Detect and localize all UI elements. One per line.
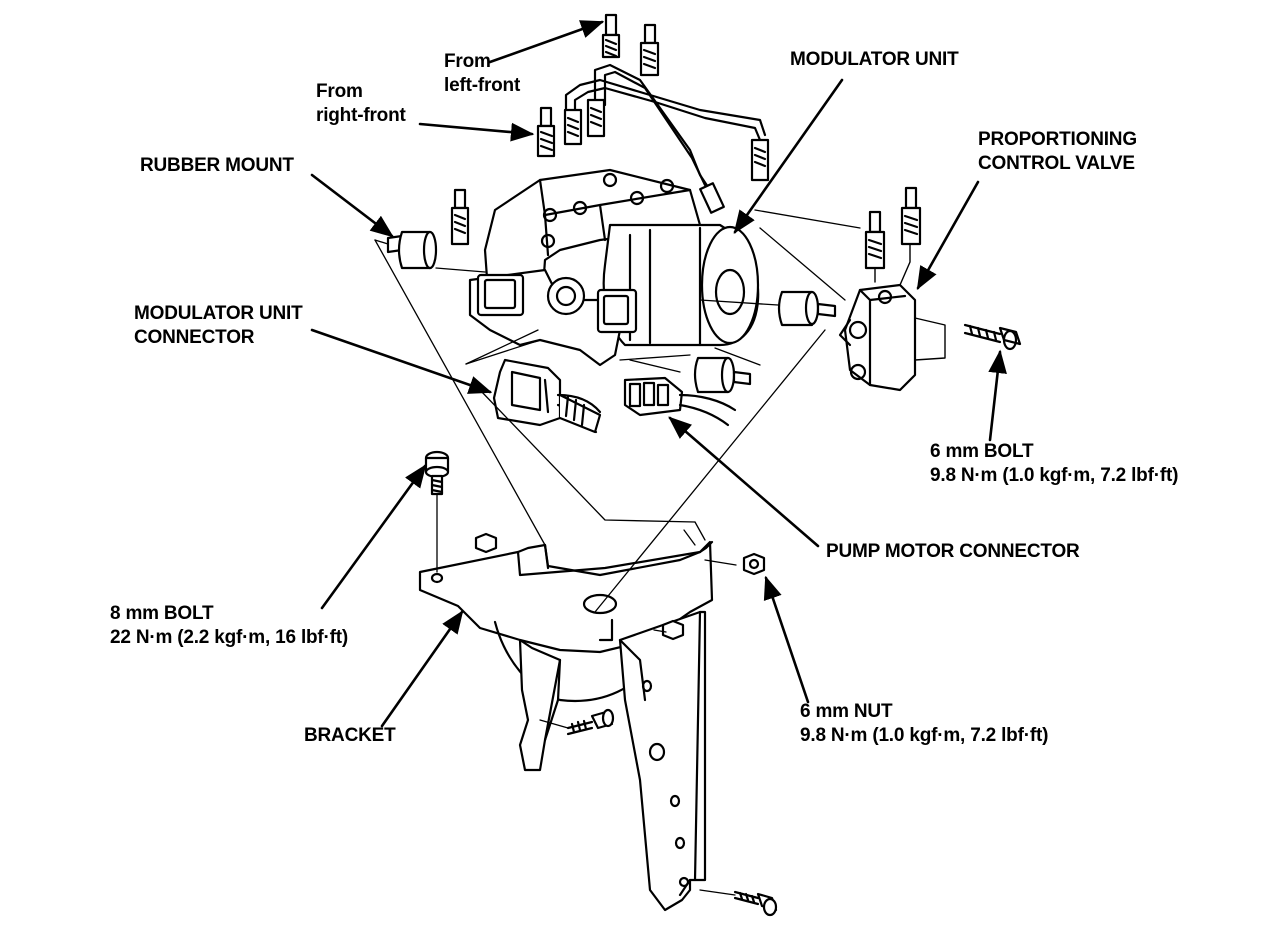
label-rubber-mount: RUBBER MOUNT (140, 155, 294, 176)
fitting-left-front-top (601, 13, 621, 59)
rubber-mounts-drawing (386, 230, 837, 394)
leader-bracket (380, 610, 464, 728)
leader-arrows (310, 20, 1007, 728)
fitting-right-front (536, 106, 556, 158)
rubber-mount-lower (693, 356, 752, 394)
fitting-lower-right (699, 182, 725, 214)
leader-modulator-connector (310, 328, 493, 394)
leader-modulator-unit (733, 78, 844, 234)
rubber-mount-right (777, 290, 837, 327)
pump-motor-connector-drawing (623, 376, 737, 427)
fitting-inner-1 (563, 108, 583, 146)
leader-right-front (418, 122, 535, 142)
leader-6mm-bolt (988, 349, 1007, 442)
fitting-pcv-1 (864, 210, 886, 270)
label-modulator-unit-connector: MODULATOR UNIT CONNECTOR (134, 303, 303, 348)
bracket-bolt-bottom-part (733, 890, 778, 917)
fitting-pcv-2 (900, 186, 922, 246)
fitting-inner-2 (586, 98, 606, 138)
label-6mm-bolt: 6 mm BOLT 9.8 N·m (1.0 kgf·m, 7.2 lbf·ft… (930, 441, 1179, 486)
label-from-right-front: From right-front (316, 81, 406, 126)
proportioning-control-valve-drawing (838, 243, 1022, 392)
label-pump-motor-connector: PUMP MOTOR CONNECTOR (826, 541, 1080, 562)
leader-pump-motor-connector (668, 416, 820, 548)
label-6mm-nut: 6 mm NUT 9.8 N·m (1.0 kgf·m, 7.2 lbf·ft) (800, 701, 1049, 746)
label-modulator-unit: MODULATOR UNIT (790, 49, 959, 70)
modulator-unit-drawing (468, 168, 760, 367)
label-proportioning-control-valve: PROPORTIONING CONTROL VALVE (978, 129, 1137, 174)
nut-6mm-part (742, 552, 766, 576)
fasteners-drawing (424, 450, 778, 917)
label-bracket: BRACKET (304, 725, 396, 746)
assembly-lines (374, 209, 861, 896)
bolt-8mm-part (424, 450, 450, 496)
fitting-right-line (750, 138, 770, 182)
leader-8mm-bolt (320, 464, 427, 610)
leader-proportioning-valve (916, 180, 980, 291)
modulator-unit-connector-drawing (492, 358, 602, 434)
fitting-lower-left (450, 188, 470, 246)
bracket-bolt-left-part (566, 708, 615, 736)
fitting-left-front (639, 23, 660, 77)
leader-6mm-nut (763, 575, 810, 704)
bolt-6mm-drawing (963, 323, 1022, 351)
rubber-mount-left (386, 230, 438, 270)
brake-lines-drawing (564, 63, 767, 200)
bracket-drawing (418, 532, 714, 912)
leader-left-front (488, 20, 605, 64)
label-from-left-front: From left-front (444, 51, 521, 96)
fittings-drawing (450, 13, 922, 270)
leader-rubber-mount (310, 173, 394, 238)
label-8mm-bolt: 8 mm BOLT 22 N·m (2.2 kgf·m, 16 lbf·ft) (110, 603, 349, 648)
